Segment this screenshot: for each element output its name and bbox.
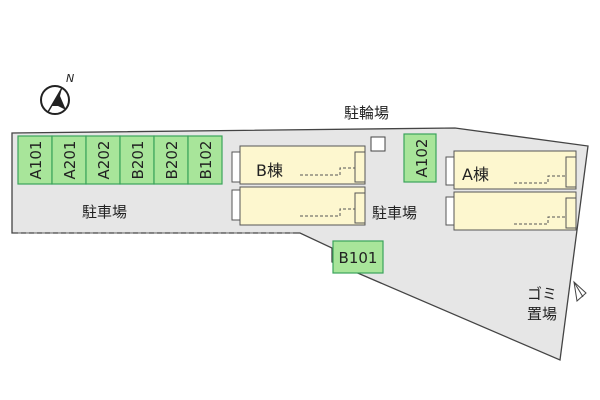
parking-slot-label: A102 <box>413 139 431 178</box>
parking-slots-left: A101 A201 A202 B201 B202 B102 <box>17 135 223 185</box>
parking-slot-label: B201 <box>129 141 147 180</box>
garbage-area-label-line1: ゴミ <box>527 285 557 303</box>
garbage-area-label-line2: 置場 <box>527 305 557 323</box>
bike-parking-label: 駐輪場 <box>344 104 389 122</box>
parking-slot-a102: A102 <box>403 133 437 183</box>
parking-slot-label: A101 <box>27 141 45 180</box>
parking-slot-label: A201 <box>61 141 79 180</box>
parking-slot-label: B202 <box>163 141 181 180</box>
parking-slot-label: B102 <box>197 141 215 180</box>
parking-slot-label: A202 <box>95 141 113 180</box>
building-b: B棟 <box>231 145 366 226</box>
bike-parking: 駐輪場 <box>344 104 389 152</box>
building-a: A棟 <box>445 150 577 231</box>
building-b-label: B棟 <box>256 161 283 180</box>
garbage-area: ゴミ 置場 <box>527 280 587 323</box>
building-a-label: A棟 <box>462 165 489 184</box>
parking-area-label: 駐車場 <box>372 204 417 222</box>
north-compass-icon: N <box>40 72 74 115</box>
north-label: N <box>66 72 74 85</box>
parking-area-label: 駐車場 <box>82 203 127 221</box>
parking-slot-label: B101 <box>339 249 378 267</box>
parking-slot-b101: B101 <box>332 240 384 274</box>
